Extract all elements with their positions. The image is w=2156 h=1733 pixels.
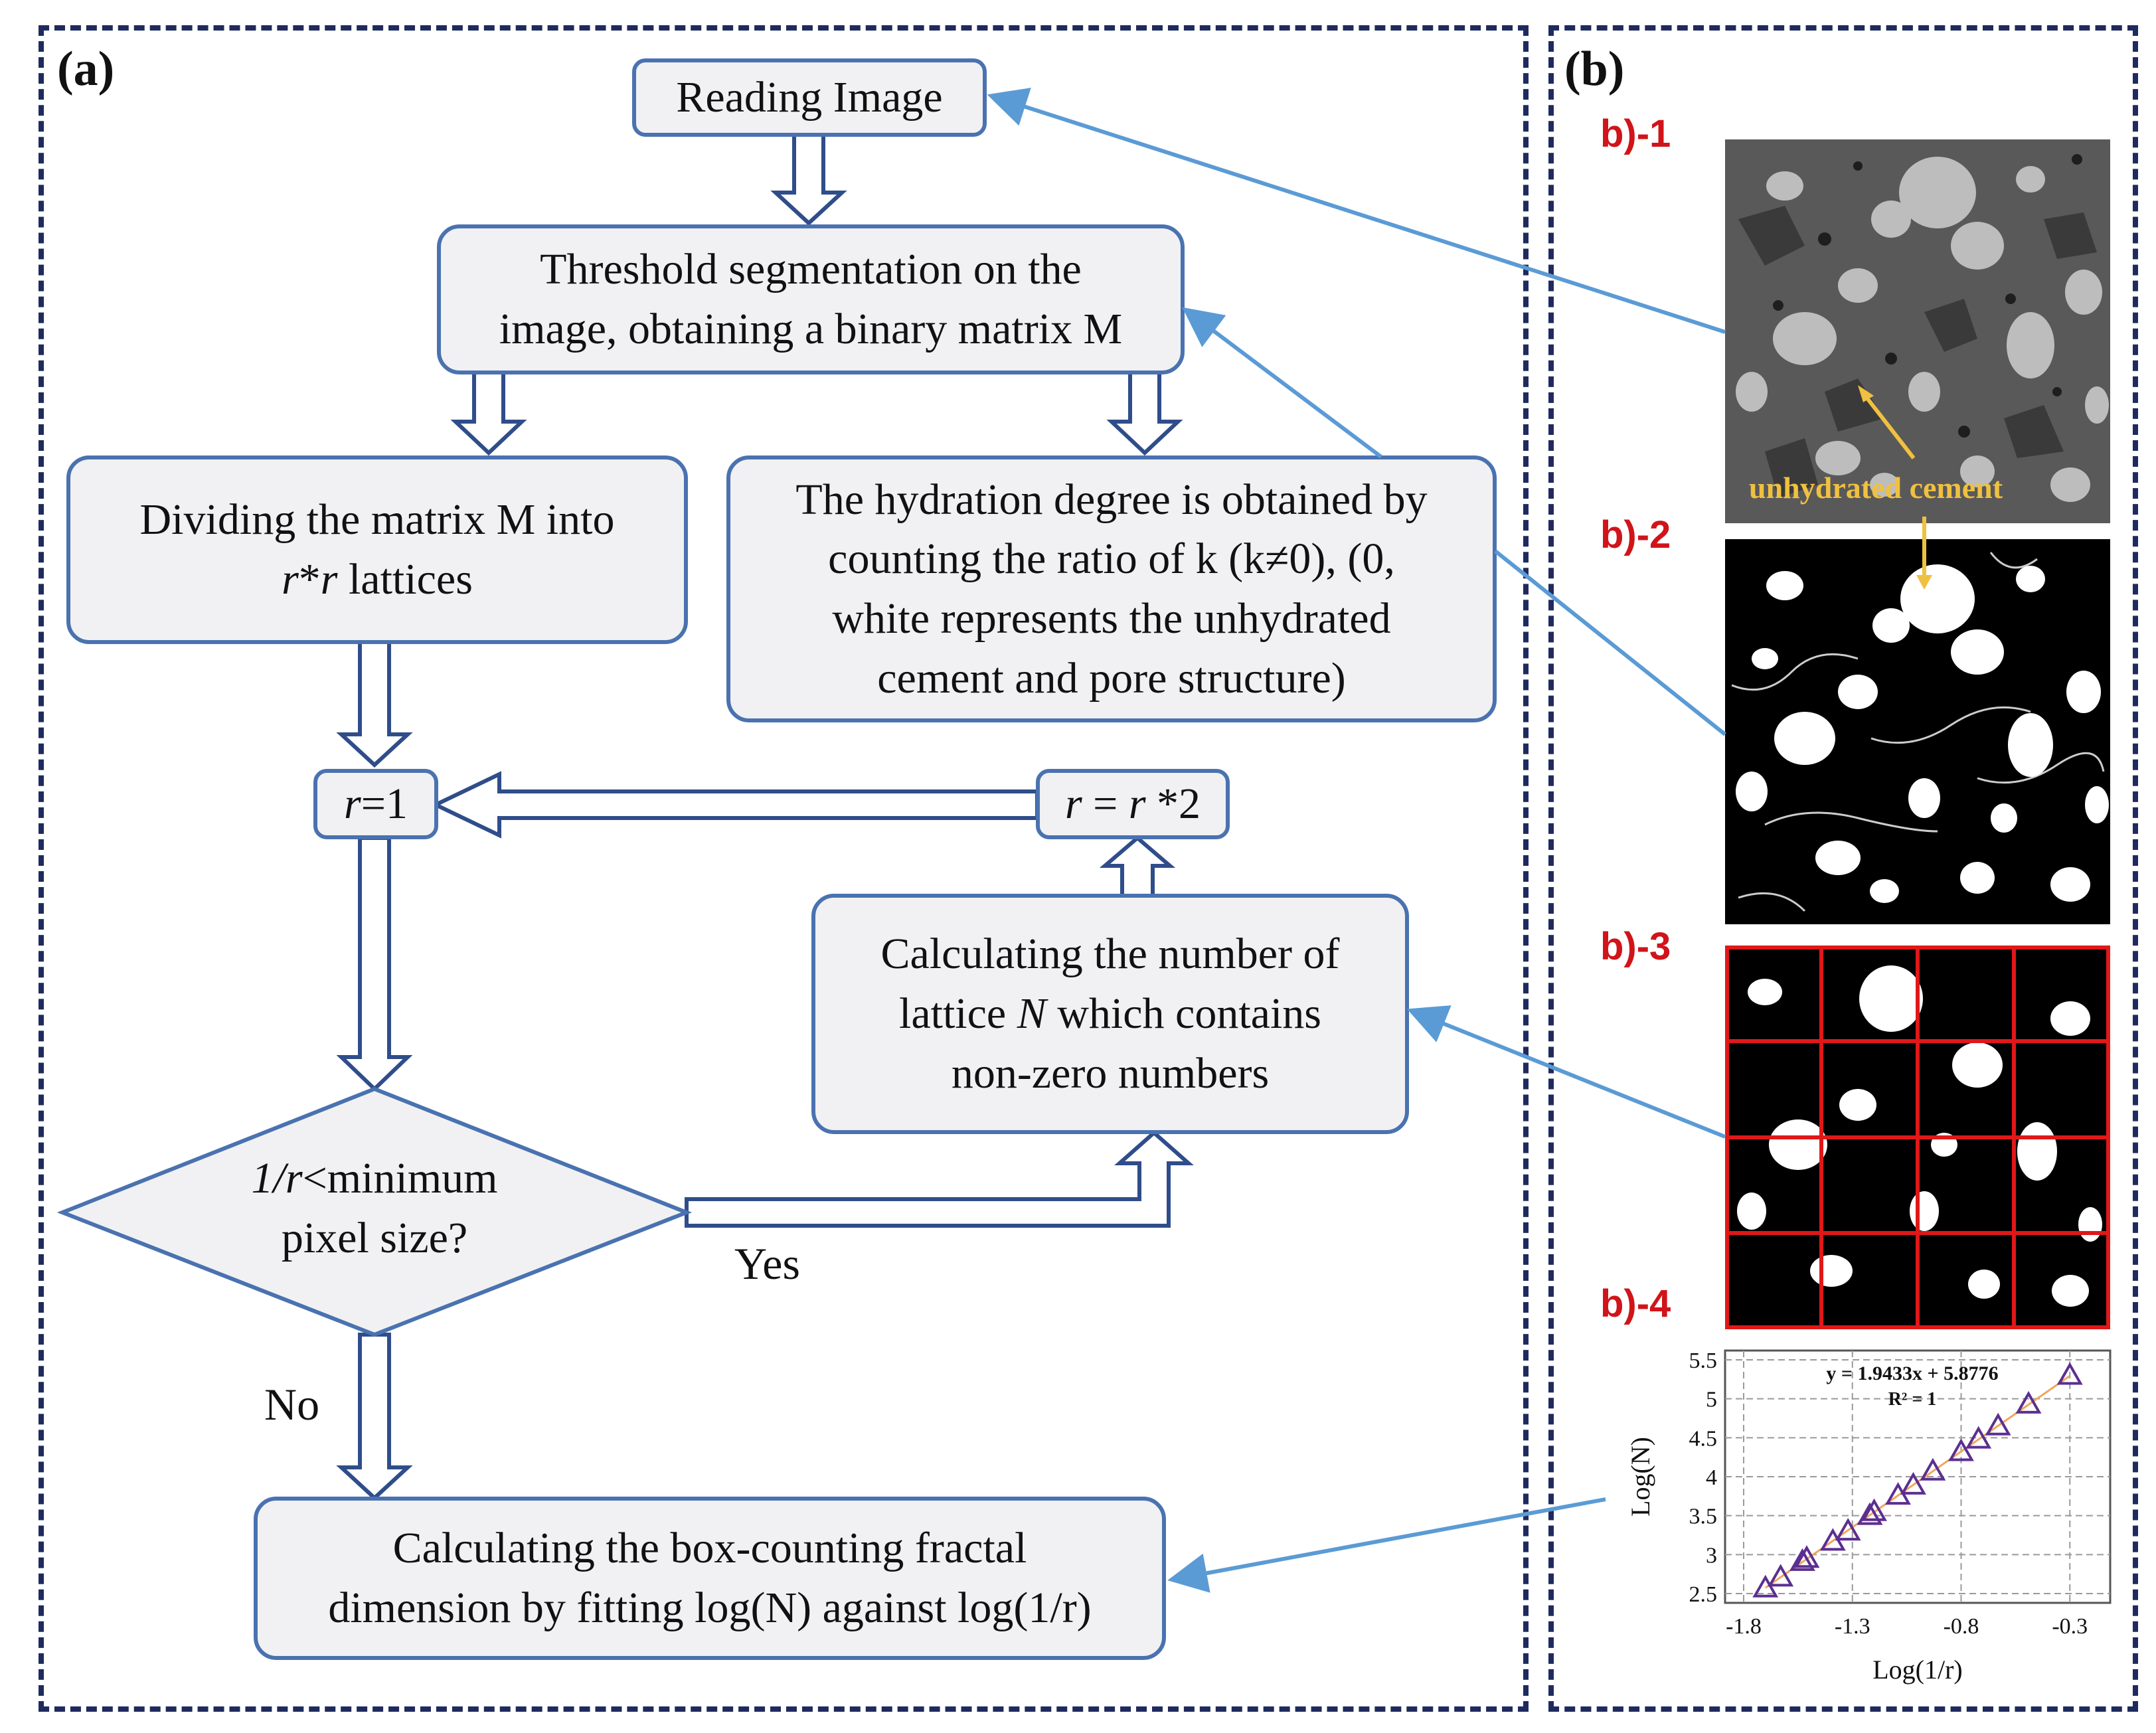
link-hydration-to-binary [1494, 549, 1726, 736]
binary-image-texture [1725, 539, 2110, 924]
node-hydration-degree: The hydration degree is obtained by coun… [726, 455, 1497, 722]
node-hydration-line-1: The hydration degree is obtained by [795, 475, 1428, 524]
link-grid-to-calcn [1406, 1005, 1726, 1139]
node-dividing-line-2: r*r lattices [282, 555, 473, 604]
link-sem-to-reading [987, 88, 1726, 334]
node-calcn-line-2: lattice N which contains [898, 989, 1321, 1038]
arrow-reading-to-threshold [770, 131, 847, 226]
node-threshold-line-1: Threshold segmentation on the [540, 245, 1082, 294]
node-threshold-segmentation: Threshold segmentation on the image, obt… [437, 224, 1185, 374]
node-r2-text: r = r *2 [1064, 780, 1201, 829]
arrow-calcn-to-r2 [1099, 835, 1176, 898]
link-hydration-to-threshold [1182, 307, 1382, 459]
sem-image [1725, 139, 2110, 523]
node-r-equals-1: r=1 [313, 769, 438, 839]
node-calcn-line-3: non-zero numbers [951, 1048, 1270, 1098]
node-dividing-matrix: Dividing the matrix M into r*r lattices [66, 455, 688, 644]
sem-image-texture [1725, 139, 2110, 523]
decision-line-1: 1/r<minimum [251, 1154, 498, 1202]
arrow-r2-to-r1 [431, 771, 1039, 839]
node-dividing-line-1: Dividing the matrix M into [139, 495, 615, 544]
arrow-dividing-to-r1 [336, 639, 413, 768]
no-label: No [264, 1379, 320, 1430]
panel-a-frame [39, 25, 1529, 1712]
yes-label: Yes [734, 1238, 800, 1289]
node-hydration-line-4: cement and pore structure) [877, 653, 1346, 702]
b3-label: b)-3 [1600, 925, 1671, 968]
b1-label: b)-1 [1600, 112, 1671, 155]
arrow-decision-to-final [336, 1333, 413, 1501]
node-r-doubling: r = r *2 [1036, 769, 1230, 839]
arrow-r1-to-decision [336, 836, 413, 1092]
node-final-line-1: Calculating the box-counting fractal [392, 1524, 1027, 1573]
arrow-threshold-to-dividing [450, 370, 527, 456]
node-reading-image: Reading Image [632, 58, 987, 137]
node-final-line-2: dimension by fitting log(N) against log(… [328, 1584, 1092, 1632]
sem-annotation-text: unhydrated cement [1749, 471, 2003, 505]
node-threshold-line-2: image, obtaining a binary matrix M [499, 305, 1123, 353]
link-chart-to-final [1167, 1497, 1606, 1593]
node-hydration-line-3: white represents the unhydrated [832, 594, 1391, 643]
node-hydration-line-2: counting the ratio of k (k≠0), (0, [828, 535, 1395, 584]
lattice-grid-texture [1725, 946, 2110, 1329]
node-final-fractal: Calculating the box-counting fractal dim… [254, 1497, 1166, 1660]
arrow-threshold-to-hydration [1106, 370, 1183, 456]
binary-image [1725, 539, 2110, 924]
node-decision-text: 1/r<minimum pixel size? [166, 1149, 583, 1268]
decision-line-2: pixel size? [281, 1213, 468, 1262]
node-reading-image-text: Reading Image [676, 73, 943, 122]
panel-b-label: (b) [1564, 42, 1625, 96]
node-calculating-n: Calculating the number of lattice N whic… [811, 894, 1409, 1134]
panel-a-label: (a) [57, 42, 115, 96]
arrow-decision-to-calcn [685, 1129, 1194, 1228]
b4-label: b)-4 [1600, 1282, 1671, 1325]
lattice-grid-image [1725, 946, 2110, 1329]
decision-diamond [56, 1086, 693, 1337]
node-calcn-line-1: Calculating the number of [880, 930, 1340, 979]
panel-b-frame [1548, 25, 2138, 1712]
node-r1-text: r=1 [344, 780, 408, 829]
b2-label: b)-2 [1600, 513, 1671, 556]
